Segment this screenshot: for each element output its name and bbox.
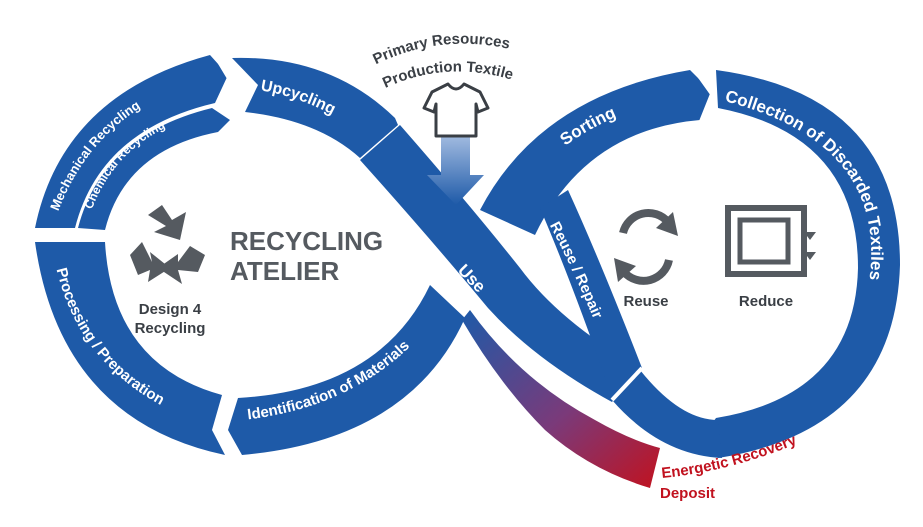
recycling-title: RECYCLING xyxy=(230,226,383,256)
recycling-sub-label: Recycling xyxy=(135,320,206,337)
sorting-segment xyxy=(480,70,712,235)
atelier-title: ATELIER xyxy=(230,256,340,286)
deposit-label: Deposit xyxy=(660,485,715,502)
design-4-label: Design 4 xyxy=(139,301,202,318)
left-loop xyxy=(35,55,465,455)
upcycling-segment xyxy=(232,57,398,159)
use-band xyxy=(360,125,640,402)
reuse-icon xyxy=(614,209,678,285)
reduce-icon xyxy=(725,205,816,277)
mechanical-recycling-segment xyxy=(35,55,228,228)
right-loop-bottom xyxy=(612,370,722,458)
collection-segment xyxy=(700,70,900,458)
processing-segment xyxy=(35,242,225,455)
reuse-label: Reuse xyxy=(623,293,668,310)
segment-separators xyxy=(33,48,715,459)
reuse-repair-segment xyxy=(540,190,642,398)
reduce-label: Reduce xyxy=(739,293,793,310)
tshirt-icon xyxy=(422,82,490,138)
right-loop xyxy=(480,70,900,458)
energetic-recovery-tail xyxy=(462,310,660,488)
recycle-icon xyxy=(130,205,205,284)
identification-segment xyxy=(228,285,465,455)
down-arrow xyxy=(427,137,484,205)
chemical-recycling-segment xyxy=(78,108,230,230)
